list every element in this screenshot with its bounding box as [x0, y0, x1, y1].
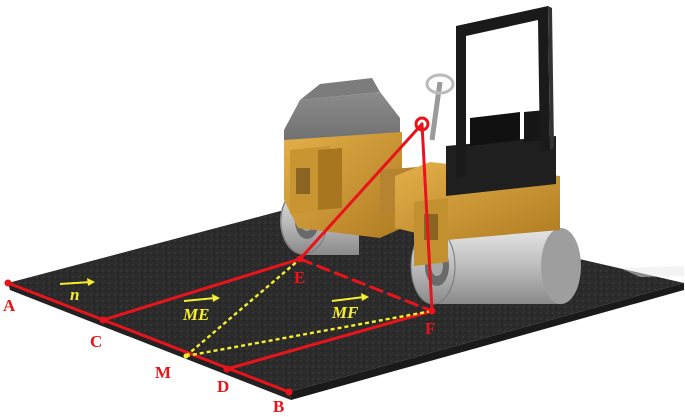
point-O-marker — [414, 116, 430, 132]
line-OF — [420, 122, 434, 313]
rollover-frame — [456, 6, 554, 178]
label-vector-MF: MF — [331, 303, 359, 322]
label-vector-ME: ME — [182, 305, 209, 324]
vector-ME-overbar — [183, 294, 220, 302]
label-D: D — [217, 377, 229, 396]
label-M: M — [155, 363, 171, 382]
front-chassis — [395, 110, 560, 266]
construction-lines — [6, 122, 434, 394]
point-markers — [4, 116, 436, 396]
line-DF — [225, 309, 434, 371]
point-A-marker — [4, 279, 12, 287]
vector-MF-overbar — [331, 293, 369, 302]
label-C: C — [90, 332, 102, 351]
rear-chassis — [284, 78, 402, 238]
line-AB — [6, 281, 291, 394]
label-F: F — [425, 319, 435, 338]
road-roller — [280, 6, 581, 305]
point-C-marker — [99, 316, 107, 324]
steering-wheel — [425, 73, 455, 141]
line-CE — [101, 257, 302, 322]
vector-n-arrow — [59, 278, 95, 286]
point-M-marker — [183, 353, 189, 359]
label-E: E — [294, 268, 305, 287]
label-B: B — [273, 397, 284, 416]
vector-ME-line — [185, 258, 301, 357]
label-A: A — [3, 296, 16, 315]
label-vector-n: n — [70, 285, 79, 304]
point-E-marker — [296, 255, 304, 263]
point-D-marker — [223, 365, 231, 373]
line-EF-dashed — [298, 257, 434, 313]
vectors-from-M — [185, 258, 433, 358]
point-B-marker — [285, 388, 293, 396]
point-F-marker — [428, 307, 436, 315]
line-OE — [298, 122, 424, 261]
